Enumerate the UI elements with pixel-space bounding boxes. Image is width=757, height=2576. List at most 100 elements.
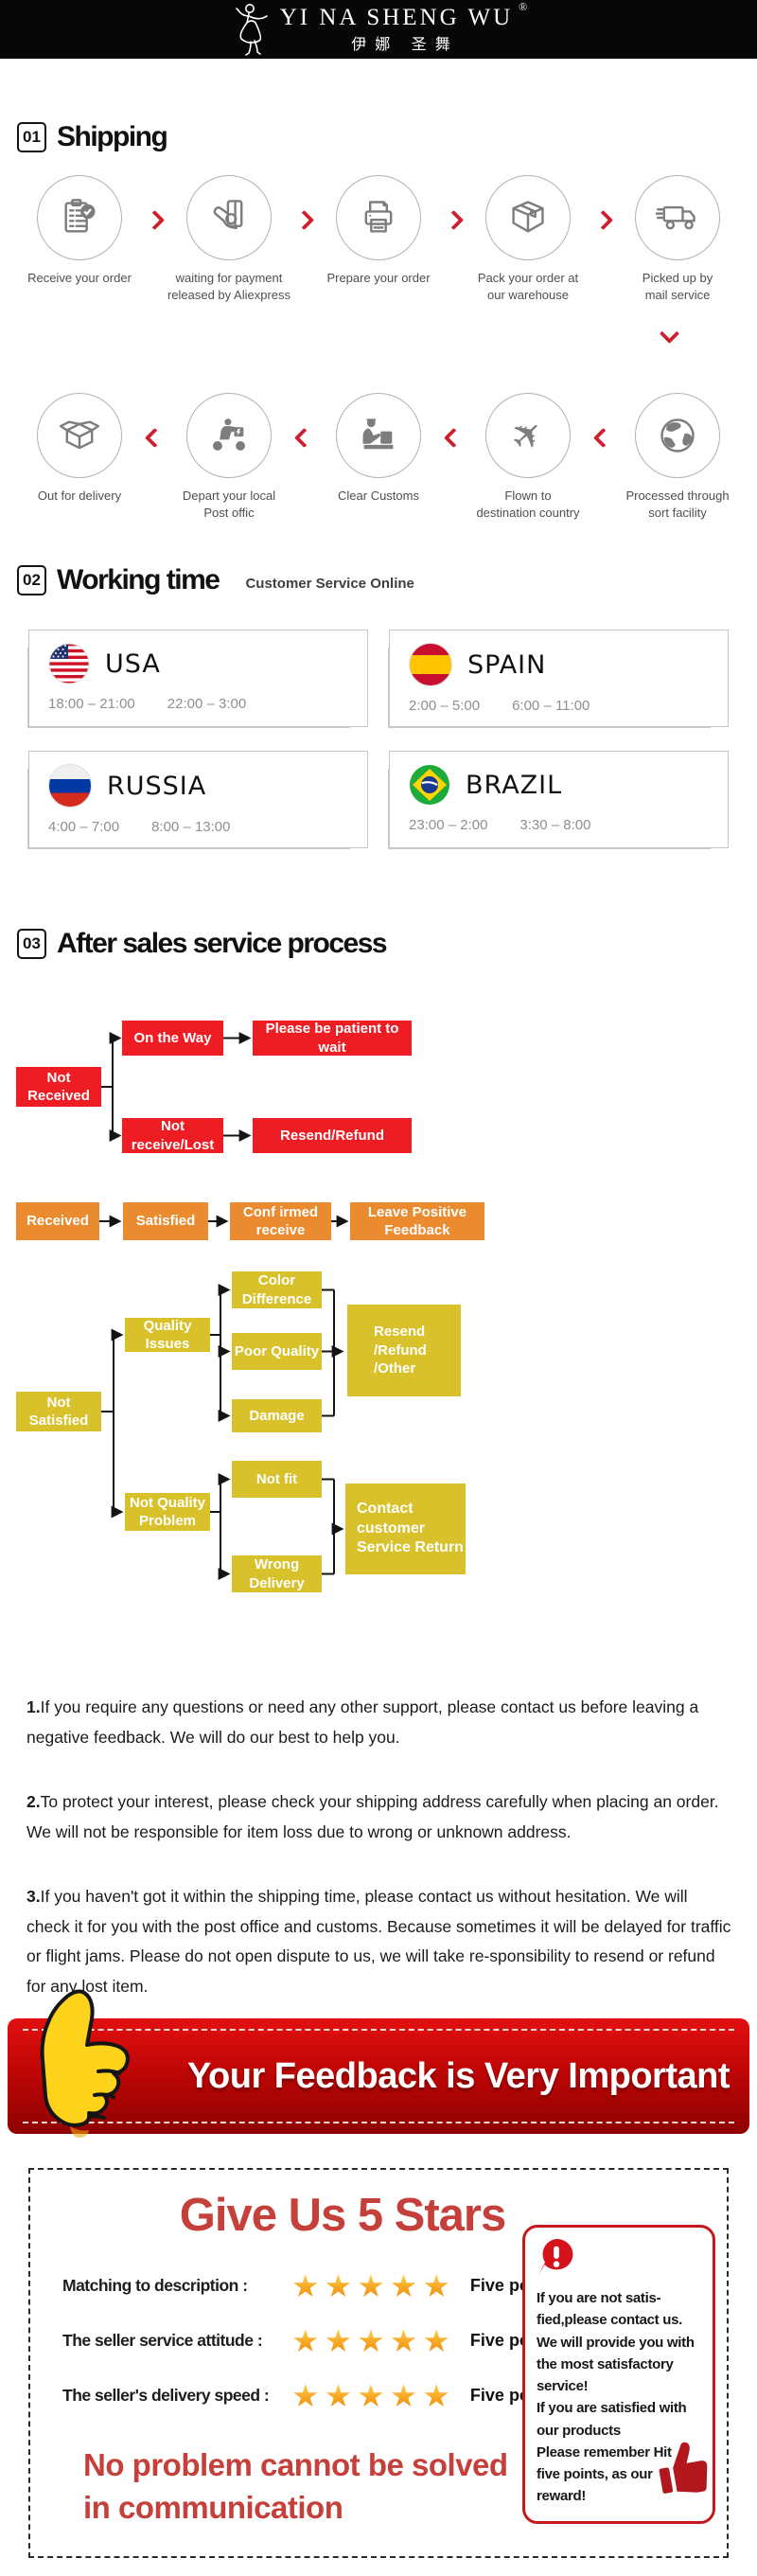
rating-row: Matching to description : ★★★★★ Five poi…: [62, 2261, 727, 2310]
shipping-step: Picked up by mail service: [612, 175, 743, 303]
service-notes: 1.If you require any questions or need a…: [26, 1693, 732, 2036]
flow-node-not-receive-lost: Not receive/Lost: [122, 1118, 223, 1153]
flow-not-received: Not Received On the Way Please be patien…: [0, 1013, 492, 1174]
shipping-step-label: Processed through sort facility: [625, 489, 730, 520]
rating-row: The seller's delivery speed : ★★★★★ Five…: [62, 2371, 727, 2420]
shipping-step: Processed through sort facility: [612, 393, 743, 521]
working-time-card-russia: RUSSIA 4:00 – 7:00 8:00 – 13:00: [28, 751, 368, 848]
airplane-icon: ✈: [502, 409, 555, 462]
feedback-banner: Your Feedback is Very Important: [8, 2018, 749, 2134]
section-after-sales-heading: 03 After sales service process: [17, 928, 388, 960]
flow-node-confirmed-receive: Conf irmed receive: [230, 1202, 331, 1240]
shipping-step-label: Receive your order: [27, 271, 132, 285]
arrow-down-icon: [659, 323, 680, 345]
note-paragraph: 1.If you require any questions or need a…: [26, 1697, 699, 1747]
globe-icon: [660, 418, 695, 453]
flow-not-satisfied: Not Satisfied Quality Issues Color Diffe…: [0, 1269, 492, 1600]
shipping-step: Out for delivery: [14, 393, 145, 521]
working-time-card-brazil: BRAZIL 23:00 – 2:00 3:30 – 8:00: [389, 751, 729, 848]
service-hours: 8:00 – 13:00: [151, 819, 231, 835]
printer-icon: [364, 201, 393, 233]
shipping-step-label: Prepare your order: [326, 271, 431, 285]
rating-row: The seller service attitude : ★★★★★ Five…: [62, 2316, 727, 2365]
working-time-card-usa: USA 18:00 – 21:00 22:00 – 3:00: [28, 630, 368, 727]
arrow-right-icon: [144, 209, 165, 231]
shipping-steps-row-1: Receive your order waiting for payment r…: [14, 175, 743, 303]
shipping-step-label: Out for delivery: [37, 489, 122, 503]
flow-node-quality-issues: Quality Issues: [125, 1318, 210, 1352]
section-number-badge: 03: [17, 929, 46, 959]
service-hours: 2:00 – 5:00: [409, 698, 481, 714]
section-number-badge: 01: [17, 122, 46, 152]
flow-node-damage: Damage: [232, 1399, 322, 1432]
star-rating-icons: ★★★★★: [291, 2377, 455, 2413]
brand-name: YI NA SHENG WU: [279, 4, 514, 30]
flow-node-on-the-way: On the Way: [122, 1021, 223, 1056]
open-box-icon: [59, 420, 100, 450]
five-stars-box: Give Us 5 Stars Matching to description …: [28, 2168, 729, 2558]
shipping-step-label: waiting for payment released by Aliexpre…: [167, 271, 291, 302]
service-hours: 4:00 – 7:00: [48, 819, 120, 835]
brand-header: YI NA SHENG WU ® 伊娜 圣舞: [0, 0, 757, 59]
service-hours: 23:00 – 2:00: [409, 817, 488, 833]
clipboard-check-icon: [64, 199, 96, 233]
brazil-flag-icon: [410, 765, 449, 805]
flow-node-resend-refund-other: Resend /Refund /Other: [347, 1305, 461, 1396]
shipping-step: Clear Customs: [313, 393, 444, 521]
flow-received: Received Satisfied Conf irmed receive Le…: [0, 1200, 492, 1242]
shipping-step: Receive your order: [14, 175, 145, 303]
dancer-logo-icon: [235, 4, 268, 56]
flow-node-not-received: Not Received: [16, 1067, 101, 1107]
rating-label: The seller's delivery speed :: [62, 2385, 270, 2405]
arrow-right-icon: [443, 209, 464, 231]
section-title: After sales service process: [57, 928, 388, 959]
country-name: BRAZIL: [466, 770, 563, 800]
shipping-step-label: Clear Customs: [338, 489, 419, 503]
shipping-step-label: Picked up by mail service: [642, 271, 713, 302]
note-paragraph: 3.If you haven't got it within the shipp…: [26, 1887, 731, 1996]
rating-label: The seller service attitude :: [62, 2330, 263, 2350]
arrow-right-icon: [293, 209, 314, 231]
flow-node-not-satisfied: Not Satisfied: [16, 1392, 101, 1431]
shipping-step-label: Depart your local Post offic: [182, 489, 276, 520]
shipping-step: waiting for payment released by Aliexpre…: [164, 175, 294, 303]
delivery-truck-icon: [656, 205, 695, 230]
flow-node-leave-positive-feedback: Leave Positive Feedback: [350, 1202, 484, 1240]
satisfaction-panel-text: If you are not satis- fied,please contac…: [537, 2290, 695, 2505]
flow-node-poor-quality: Poor Quality: [232, 1333, 322, 1370]
arrow-right-icon: [592, 209, 613, 231]
payment-card-icon: [213, 200, 243, 230]
thumbs-up-icon: [40, 1989, 130, 2138]
service-hours: 6:00 – 11:00: [512, 698, 590, 714]
flow-node-wrong-delivery: Wrong Delivery: [232, 1555, 322, 1592]
shipping-step-label: Pack your order at our warehouse: [477, 271, 579, 302]
service-hours: 3:30 – 8:00: [519, 817, 591, 833]
usa-flag-icon: [48, 643, 90, 684]
brand-name-chinese: 伊娜 圣舞: [351, 37, 459, 54]
country-name: USA: [105, 648, 161, 679]
service-hours: 22:00 – 3:00: [167, 696, 247, 712]
feedback-banner-text: Your Feedback is Very Important: [187, 2055, 730, 2096]
registered-mark: ®: [519, 0, 531, 13]
package-box-icon: [512, 201, 544, 233]
service-hours: 18:00 – 21:00: [48, 696, 135, 712]
flow-node-contact-customer: Contact customer Service Return: [345, 1483, 466, 1574]
section-shipping-heading: 01 Shipping: [17, 121, 168, 153]
communication-slogan: No problem cannot be solved in communica…: [83, 2447, 508, 2525]
flow-node-not-quality-problem: Not Quality Problem: [125, 1493, 210, 1531]
spain-flag-icon: [409, 643, 452, 686]
star-rating-icons: ★★★★★: [291, 2322, 455, 2358]
rating-label: Matching to description :: [62, 2275, 248, 2295]
flow-node-be-patient: Please be patient to wait: [253, 1021, 412, 1056]
section-title: Shipping: [57, 121, 168, 152]
courier-scooter-icon: [213, 418, 245, 451]
give-us-5-stars-title: Give Us 5 Stars: [179, 2190, 507, 2241]
country-name: RUSSIA: [107, 771, 207, 801]
exclamation-bubble-icon: [537, 2238, 573, 2276]
shipping-steps-row-2: Out for delivery Depart your local Post …: [14, 393, 743, 521]
arrow-left-icon: [443, 427, 464, 449]
brand-text: YI NA SHENG WU ® 伊娜 圣舞: [279, 0, 531, 55]
